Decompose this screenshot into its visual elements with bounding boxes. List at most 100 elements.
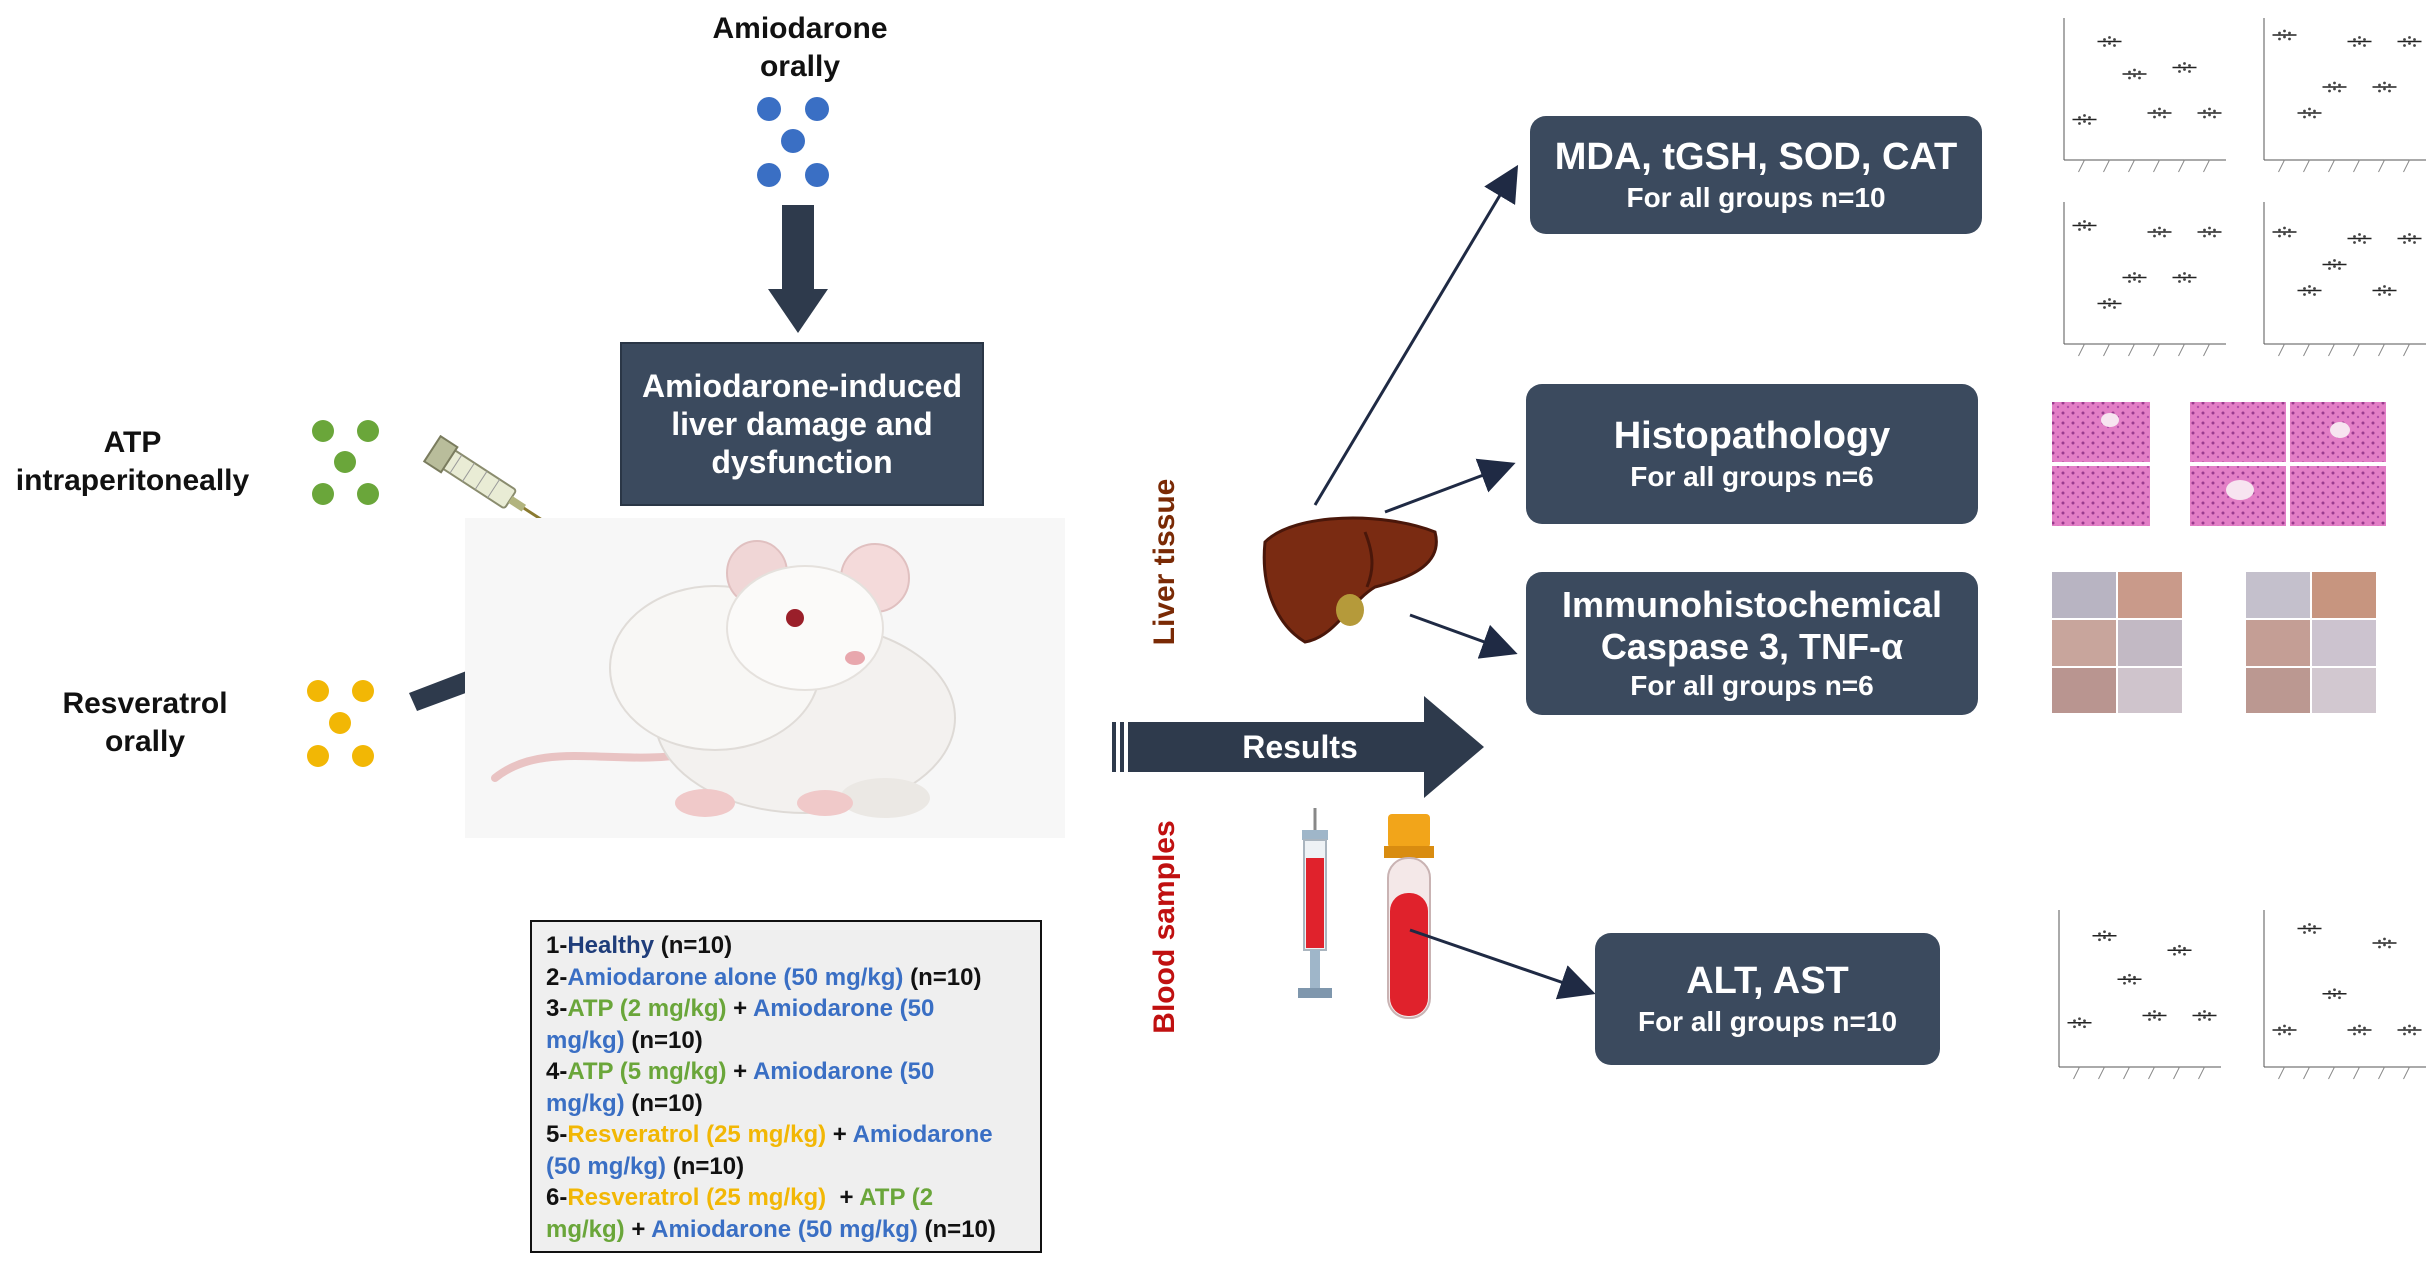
- amiodarone-label: Amiodarone orally: [712, 12, 888, 83]
- group-text-segment: mg/kg): [546, 1026, 625, 1054]
- mini-plot-point: [2178, 280, 2181, 283]
- mini-plot-point: [2183, 68, 2186, 71]
- mini-plot-point: [2353, 38, 2356, 41]
- mini-plot-point: [2353, 1032, 2356, 1036]
- mini-plot-point: [2283, 1030, 2286, 1034]
- results-label: Results: [1242, 729, 1358, 765]
- mini-plot-point: [2113, 38, 2116, 41]
- group-text-segment: Resveratrol (25 mg/kg): [567, 1121, 827, 1148]
- mini-plot-tick: [2328, 159, 2335, 173]
- group-line: 2-Amiodarone alone (50 mg/kg) (n=10): [546, 962, 1026, 994]
- mini-plot-point: [2388, 89, 2391, 93]
- mini-plot-tick: [2103, 159, 2110, 173]
- mini-plot-point: [2378, 293, 2381, 296]
- mini-plot-point: [2138, 76, 2141, 80]
- mini-plot-point: [2183, 278, 2186, 281]
- group-line: 5-Resveratrol (25 mg/kg) + Amiodarone: [546, 1119, 1026, 1151]
- mini-plot-point: [2338, 83, 2341, 87]
- mini-plot-point: [2353, 241, 2356, 244]
- mini-plot-point: [2128, 76, 2131, 80]
- mini-plot-point: [2328, 89, 2331, 93]
- mini-plot-tick: [2123, 1066, 2130, 1080]
- mini-plot-point: [2363, 241, 2366, 244]
- mini-plot-point: [2113, 306, 2116, 309]
- mini-plot-point: [2163, 228, 2166, 232]
- group-text-segment: (n=10): [654, 932, 733, 959]
- mini-plot-point: [2413, 235, 2416, 238]
- mini-plot-point: [2138, 70, 2141, 74]
- mini-plot-point: [2213, 228, 2216, 232]
- mini-plot-point: [2188, 274, 2191, 277]
- mini-plot-point: [2408, 1030, 2411, 1034]
- mini-plot-point: [2188, 64, 2191, 67]
- mini-plot-point: [2153, 1016, 2156, 1019]
- mini-plot-point: [2353, 235, 2356, 238]
- mini-plot-point: [2408, 239, 2411, 242]
- mini-plot-point: [2078, 1017, 2081, 1021]
- mini-plot-point: [2383, 285, 2386, 288]
- mini-plot-tick: [2128, 159, 2135, 173]
- mini-plot-point: [2278, 228, 2281, 232]
- mini-plot-point: [2338, 990, 2341, 994]
- mini-plot-point: [2088, 122, 2091, 125]
- histopathology-box: Histopathology For all groups n=6: [1526, 384, 1978, 524]
- group-text-segment: (50 mg/kg): [546, 1152, 667, 1180]
- atp-label: ATP intraperitoneally: [15, 426, 250, 497]
- mini-plot-point: [2078, 222, 2081, 225]
- group-text-segment: Amiodarone: [852, 1121, 993, 1148]
- mini-plot-point: [2198, 1018, 2201, 1021]
- mini-plot-point: [2173, 946, 2176, 950]
- mini-plot-area: [2045, 906, 2225, 1091]
- mini-plot-point: [2313, 287, 2316, 290]
- mini-plot-point: [2303, 287, 2306, 290]
- resveratrol-pill-cluster-icon: [307, 680, 374, 767]
- mini-plot-point: [2178, 944, 2181, 948]
- mini-plot-point: [2073, 1025, 2076, 1029]
- group-text-segment: Amiodarone (50: [752, 995, 935, 1022]
- mini-plot-tick: [2153, 343, 2160, 357]
- group-line: 6-Resveratrol (25 mg/kg) + ATP (2: [546, 1182, 1026, 1214]
- mini-plot-point: [2108, 36, 2111, 39]
- mini-plot-point: [2278, 234, 2281, 238]
- group-line: 3-ATP (2 mg/kg) + Amiodarone (50: [546, 993, 1026, 1025]
- group-text-segment: (n=10): [903, 963, 982, 991]
- group-text-segment: Amiodarone (50: [752, 1058, 935, 1085]
- down-arrow-icon: [768, 205, 828, 333]
- mini-plot-tick: [2378, 1066, 2385, 1080]
- mini-plot-point: [2303, 925, 2306, 928]
- atp-pill-cluster-icon: [312, 420, 379, 505]
- mini-plot-point: [2133, 74, 2136, 78]
- mini-plot-tick: [2278, 343, 2285, 357]
- mini-plot-point: [2188, 70, 2191, 73]
- group-text-segment: 1-: [546, 932, 568, 959]
- mini-plot-tick: [2303, 343, 2310, 357]
- mini-plot-point: [2283, 35, 2286, 39]
- mini-plot-point: [2158, 1012, 2161, 1015]
- group-text-segment: mg/kg): [546, 1089, 625, 1117]
- mini-plot-point: [2303, 293, 2306, 296]
- mini-plot-point: [2363, 235, 2366, 238]
- mini-plot-point: [2338, 267, 2341, 270]
- mini-plot-point: [2088, 228, 2091, 231]
- mini-plot-tick: [2103, 343, 2110, 357]
- mini-plot-point: [2208, 113, 2211, 117]
- mini-plot-point: [2403, 38, 2406, 41]
- group-text-segment: Amiodarone alone (50 mg/kg): [567, 963, 904, 991]
- mini-plot-point: [2128, 979, 2131, 983]
- mini-plot-point: [2313, 115, 2316, 119]
- mini-plot-point: [2388, 83, 2391, 87]
- group-line: mg/kg) (n=10): [546, 1088, 1026, 1120]
- mini-plot-point: [2408, 233, 2411, 236]
- mini-plot-point: [2403, 44, 2406, 47]
- group-text-segment: +: [826, 1184, 860, 1211]
- group-text-segment: (n=10): [666, 1152, 745, 1180]
- mini-plot-point: [2078, 228, 2081, 231]
- mini-plot-point: [2148, 1018, 2151, 1021]
- mini-plot-point: [2413, 38, 2416, 41]
- mini-plot-point: [2183, 272, 2186, 275]
- mini-plot-tick: [2173, 1066, 2180, 1080]
- liver-icon: [1262, 516, 1438, 644]
- mini-plot-tick: [2353, 159, 2360, 173]
- group-text-segment: ATP (2 mg/kg): [567, 995, 727, 1022]
